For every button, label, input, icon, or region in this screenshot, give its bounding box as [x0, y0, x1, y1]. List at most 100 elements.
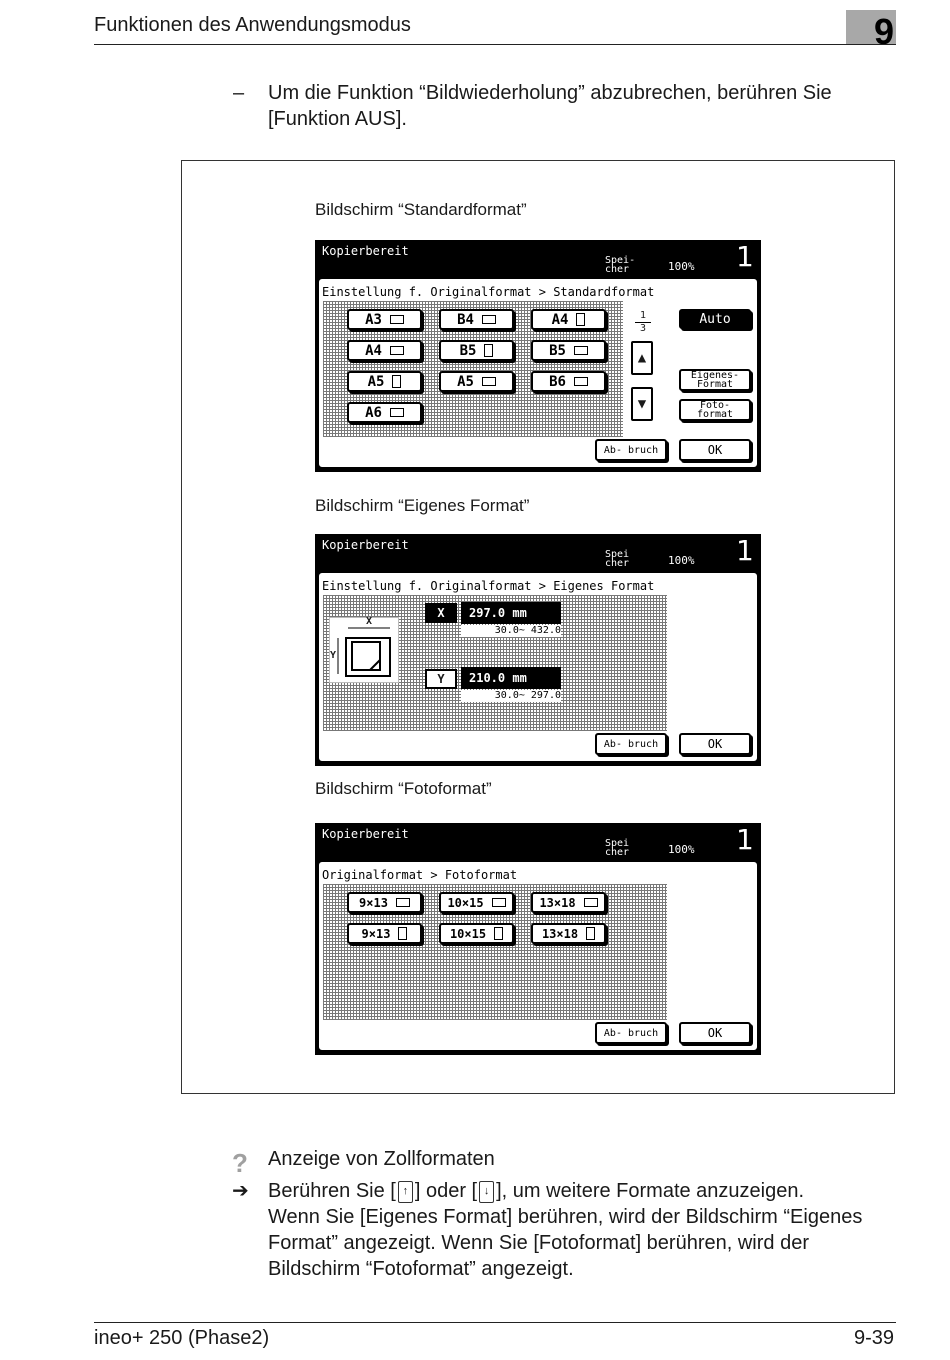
memory-label: Spei cher: [605, 838, 630, 858]
breadcrumb: Originalformat > Fotoformat: [322, 868, 518, 882]
portrait-orientation-icon: [398, 927, 408, 940]
format-button-a3[interactable]: A3: [347, 309, 422, 330]
landscape-orientation-icon: [573, 346, 588, 355]
question-icon: ?: [232, 1148, 248, 1178]
format-label: 10×15: [449, 926, 487, 941]
breadcrumb: Einstellung f. Originalformat > Standard…: [322, 285, 655, 299]
format-button-a5-portrait[interactable]: A5: [347, 371, 422, 392]
scroll-up-button[interactable]: ▲: [631, 341, 653, 375]
chapter-number: 9: [873, 11, 894, 52]
status-text: Kopierbereit: [322, 244, 409, 258]
format-button-a6[interactable]: A6: [347, 402, 422, 423]
arrow-down-icon: ▼: [637, 396, 647, 412]
landscape-orientation-icon: [491, 898, 506, 907]
format-label: 13×18: [541, 926, 579, 941]
footer-page-number: 9-39: [853, 1327, 894, 1349]
x-range-text: 30.0~ 432.0: [461, 625, 561, 637]
landscape-orientation-icon: [481, 315, 496, 324]
format-label: A4: [551, 311, 569, 328]
memory-percent: 100%: [668, 843, 695, 856]
intro-text: Um die Funktion “Bildwiederholung” abzub…: [268, 82, 832, 130]
memory-label: Spei- cher: [605, 255, 636, 275]
portrait-orientation-icon: [586, 927, 596, 940]
format-label: 9×13: [361, 926, 391, 941]
scroll-down-key-icon: ↓: [479, 1180, 495, 1203]
paper-dimension-icon: [337, 627, 391, 677]
chapter-header-title: Funktionen des Anwendungsmodus: [94, 14, 411, 36]
photo-button-10x15-landscape[interactable]: 10×15: [439, 892, 514, 913]
copy-count: 1: [736, 534, 754, 567]
intro-dash: –: [233, 82, 245, 104]
note-body: Berühren Sie [↑] oder [↓], um weitere Fo…: [268, 1178, 898, 1282]
format-button-a5-landscape[interactable]: A5: [439, 371, 514, 392]
ok-button[interactable]: OK: [679, 439, 751, 461]
format-label: A4: [365, 342, 382, 359]
photo-button-13x18-landscape[interactable]: 13×18: [531, 892, 606, 913]
note-text: Wenn Sie [Eigenes Format] berühren, wird…: [268, 1206, 863, 1280]
note-text: ] oder [: [414, 1180, 478, 1202]
screen-fotoformat: Kopierbereit Spei cher 100% 1 Originalfo…: [315, 823, 761, 1055]
ok-button[interactable]: OK: [679, 733, 751, 755]
note-text: Berühren Sie [: [268, 1180, 396, 1202]
cancel-button[interactable]: Ab- bruch: [595, 439, 667, 461]
y-value-display: 210.0 mm: [461, 667, 561, 689]
format-label: A5: [367, 373, 385, 390]
figure-x-label: X: [366, 616, 373, 627]
format-button-a4-landscape[interactable]: A4: [347, 340, 422, 361]
format-label: B5: [549, 342, 566, 359]
copy-count: 1: [736, 240, 754, 273]
screen-body: Originalformat > Fotoformat 9×13 10×15 1…: [318, 861, 758, 1051]
memory-percent: 100%: [668, 260, 695, 273]
caption-fotoformat: Bildschirm “Fotoformat”: [315, 779, 492, 798]
photo-button-13x18-portrait[interactable]: 13×18: [531, 923, 606, 944]
landscape-orientation-icon: [389, 346, 404, 355]
arrow-up-icon: ▲: [637, 350, 647, 366]
y-dimension-button[interactable]: Y: [425, 669, 457, 689]
ok-button[interactable]: OK: [679, 1022, 751, 1044]
format-label: B6: [549, 373, 566, 390]
photo-button-10x15-portrait[interactable]: 10×15: [439, 923, 514, 944]
copy-count: 1: [736, 823, 754, 856]
screen-eigenes-format: Kopierbereit Spei cher 100% 1 Einstellun…: [315, 534, 761, 766]
format-button-b5-portrait[interactable]: B5: [439, 340, 514, 361]
status-text: Kopierbereit: [322, 538, 409, 552]
landscape-orientation-icon: [389, 315, 404, 324]
format-button-b6[interactable]: B6: [531, 371, 606, 392]
caption-standardformat: Bildschirm “Standardformat”: [315, 200, 527, 219]
arrow-right-icon: ➔: [232, 1180, 249, 1202]
format-label: 9×13: [359, 895, 388, 910]
x-dimension-button[interactable]: X: [425, 603, 457, 623]
format-label: A3: [365, 311, 382, 328]
photo-format-button[interactable]: Foto- format: [679, 399, 751, 421]
scroll-down-button[interactable]: ▼: [631, 387, 653, 421]
photo-button-9x13-landscape[interactable]: 9×13: [347, 892, 422, 913]
portrait-orientation-icon: [494, 927, 504, 940]
format-button-a4-portrait[interactable]: A4: [531, 309, 606, 330]
note-title: Anzeige von Zollformaten: [268, 1148, 495, 1170]
header-rule: [94, 44, 896, 45]
memory-label: Spei cher: [605, 549, 630, 569]
format-button-b4[interactable]: B4: [439, 309, 514, 330]
format-label: A5: [457, 373, 474, 390]
cancel-button[interactable]: Ab- bruch: [595, 733, 667, 755]
paper-size-figure: X Y: [329, 616, 399, 683]
format-label: 10×15: [447, 895, 484, 910]
format-label: 13×18: [539, 895, 576, 910]
photo-button-9x13-portrait[interactable]: 9×13: [347, 923, 422, 944]
format-label: B5: [459, 342, 477, 359]
breadcrumb: Einstellung f. Originalformat > Eigenes …: [322, 579, 655, 593]
caption-eigenes-format: Bildschirm “Eigenes Format”: [315, 496, 530, 515]
status-text: Kopierbereit: [322, 827, 409, 841]
format-label: A6: [365, 404, 382, 421]
auto-button[interactable]: Auto: [679, 309, 751, 329]
x-value-display: 297.0 mm: [461, 602, 561, 624]
footer-product: ineo+ 250 (Phase2): [94, 1327, 270, 1349]
footer-rule: [94, 1322, 896, 1323]
landscape-orientation-icon: [583, 898, 598, 907]
y-range-text: 30.0~ 297.0: [461, 690, 561, 702]
memory-percent: 100%: [668, 554, 695, 567]
format-button-b5-landscape[interactable]: B5: [531, 340, 606, 361]
custom-format-button[interactable]: Eigenes- Format: [679, 369, 751, 391]
cancel-button[interactable]: Ab- bruch: [595, 1022, 667, 1044]
scroll-up-key-icon: ↑: [397, 1180, 413, 1203]
